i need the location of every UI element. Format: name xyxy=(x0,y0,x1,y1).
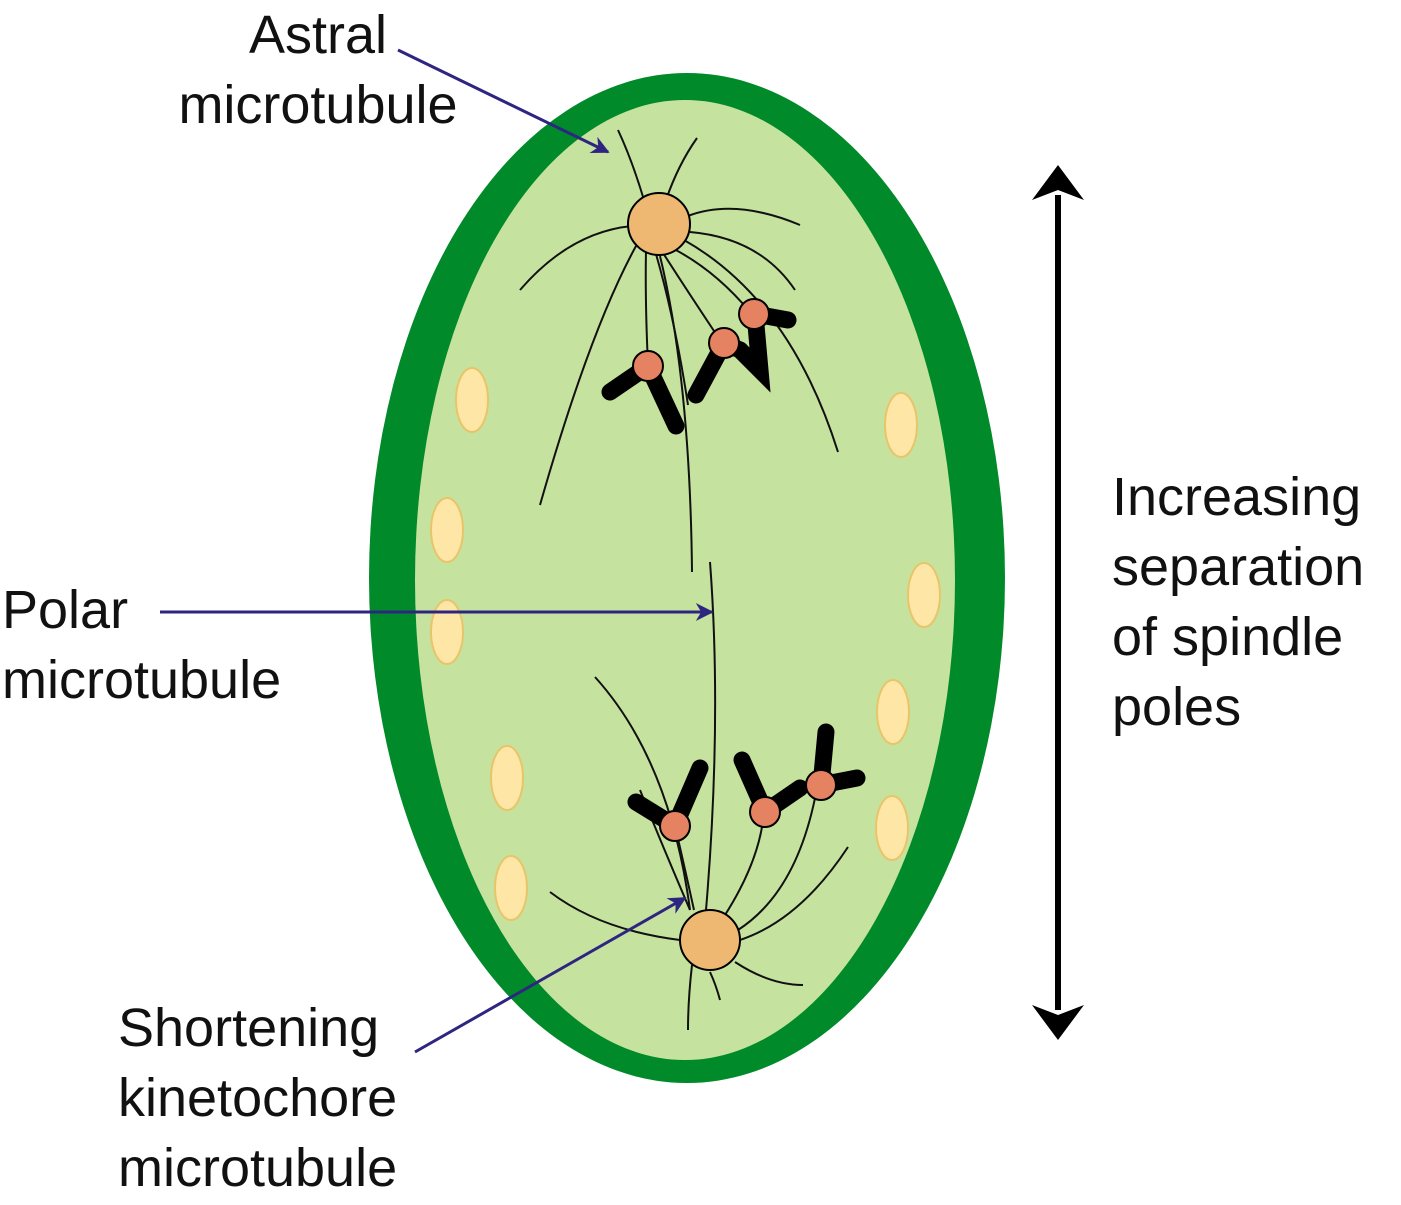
vesicle xyxy=(430,599,464,665)
chromosome xyxy=(731,303,797,393)
astral-pointer-arrow xyxy=(397,48,610,154)
top-centrosome xyxy=(627,192,691,256)
vesicle xyxy=(884,392,918,458)
kinetochore xyxy=(632,350,664,382)
kinetochore xyxy=(659,810,691,842)
kinetochore xyxy=(708,327,740,359)
kinetochore xyxy=(805,769,837,801)
vesicle xyxy=(455,367,489,433)
cytoplasm xyxy=(415,100,955,1060)
kinetochore xyxy=(738,298,770,330)
arrowhead-down xyxy=(1032,1005,1084,1040)
bottom-kinetochores xyxy=(659,769,837,842)
vesicle xyxy=(876,679,910,745)
vesicle xyxy=(875,795,909,861)
polar-microtubule-label: Polar microtubule xyxy=(2,580,282,710)
vesicle xyxy=(430,497,464,563)
separation-double-arrow xyxy=(1032,165,1084,1040)
vesicle xyxy=(494,855,528,921)
pointer-arrows xyxy=(160,48,714,1054)
top-kinetochores xyxy=(632,298,770,382)
spindle-pole-separation-label: Increasing separation of spindle poles xyxy=(1112,467,1365,737)
astral-microtubule-label: Astral microtubule xyxy=(178,5,458,135)
kinetochore xyxy=(749,796,781,828)
kinetochore-pointer-arrow xyxy=(414,896,687,1054)
bottom-centrosome xyxy=(679,909,741,971)
vesicle xyxy=(490,745,524,811)
vesicle xyxy=(907,562,941,628)
arrowhead-up xyxy=(1032,165,1084,200)
vesicles xyxy=(430,367,941,921)
shortening-kinetochore-microtubule-label: Shortening kinetochore microtubule xyxy=(118,998,398,1198)
